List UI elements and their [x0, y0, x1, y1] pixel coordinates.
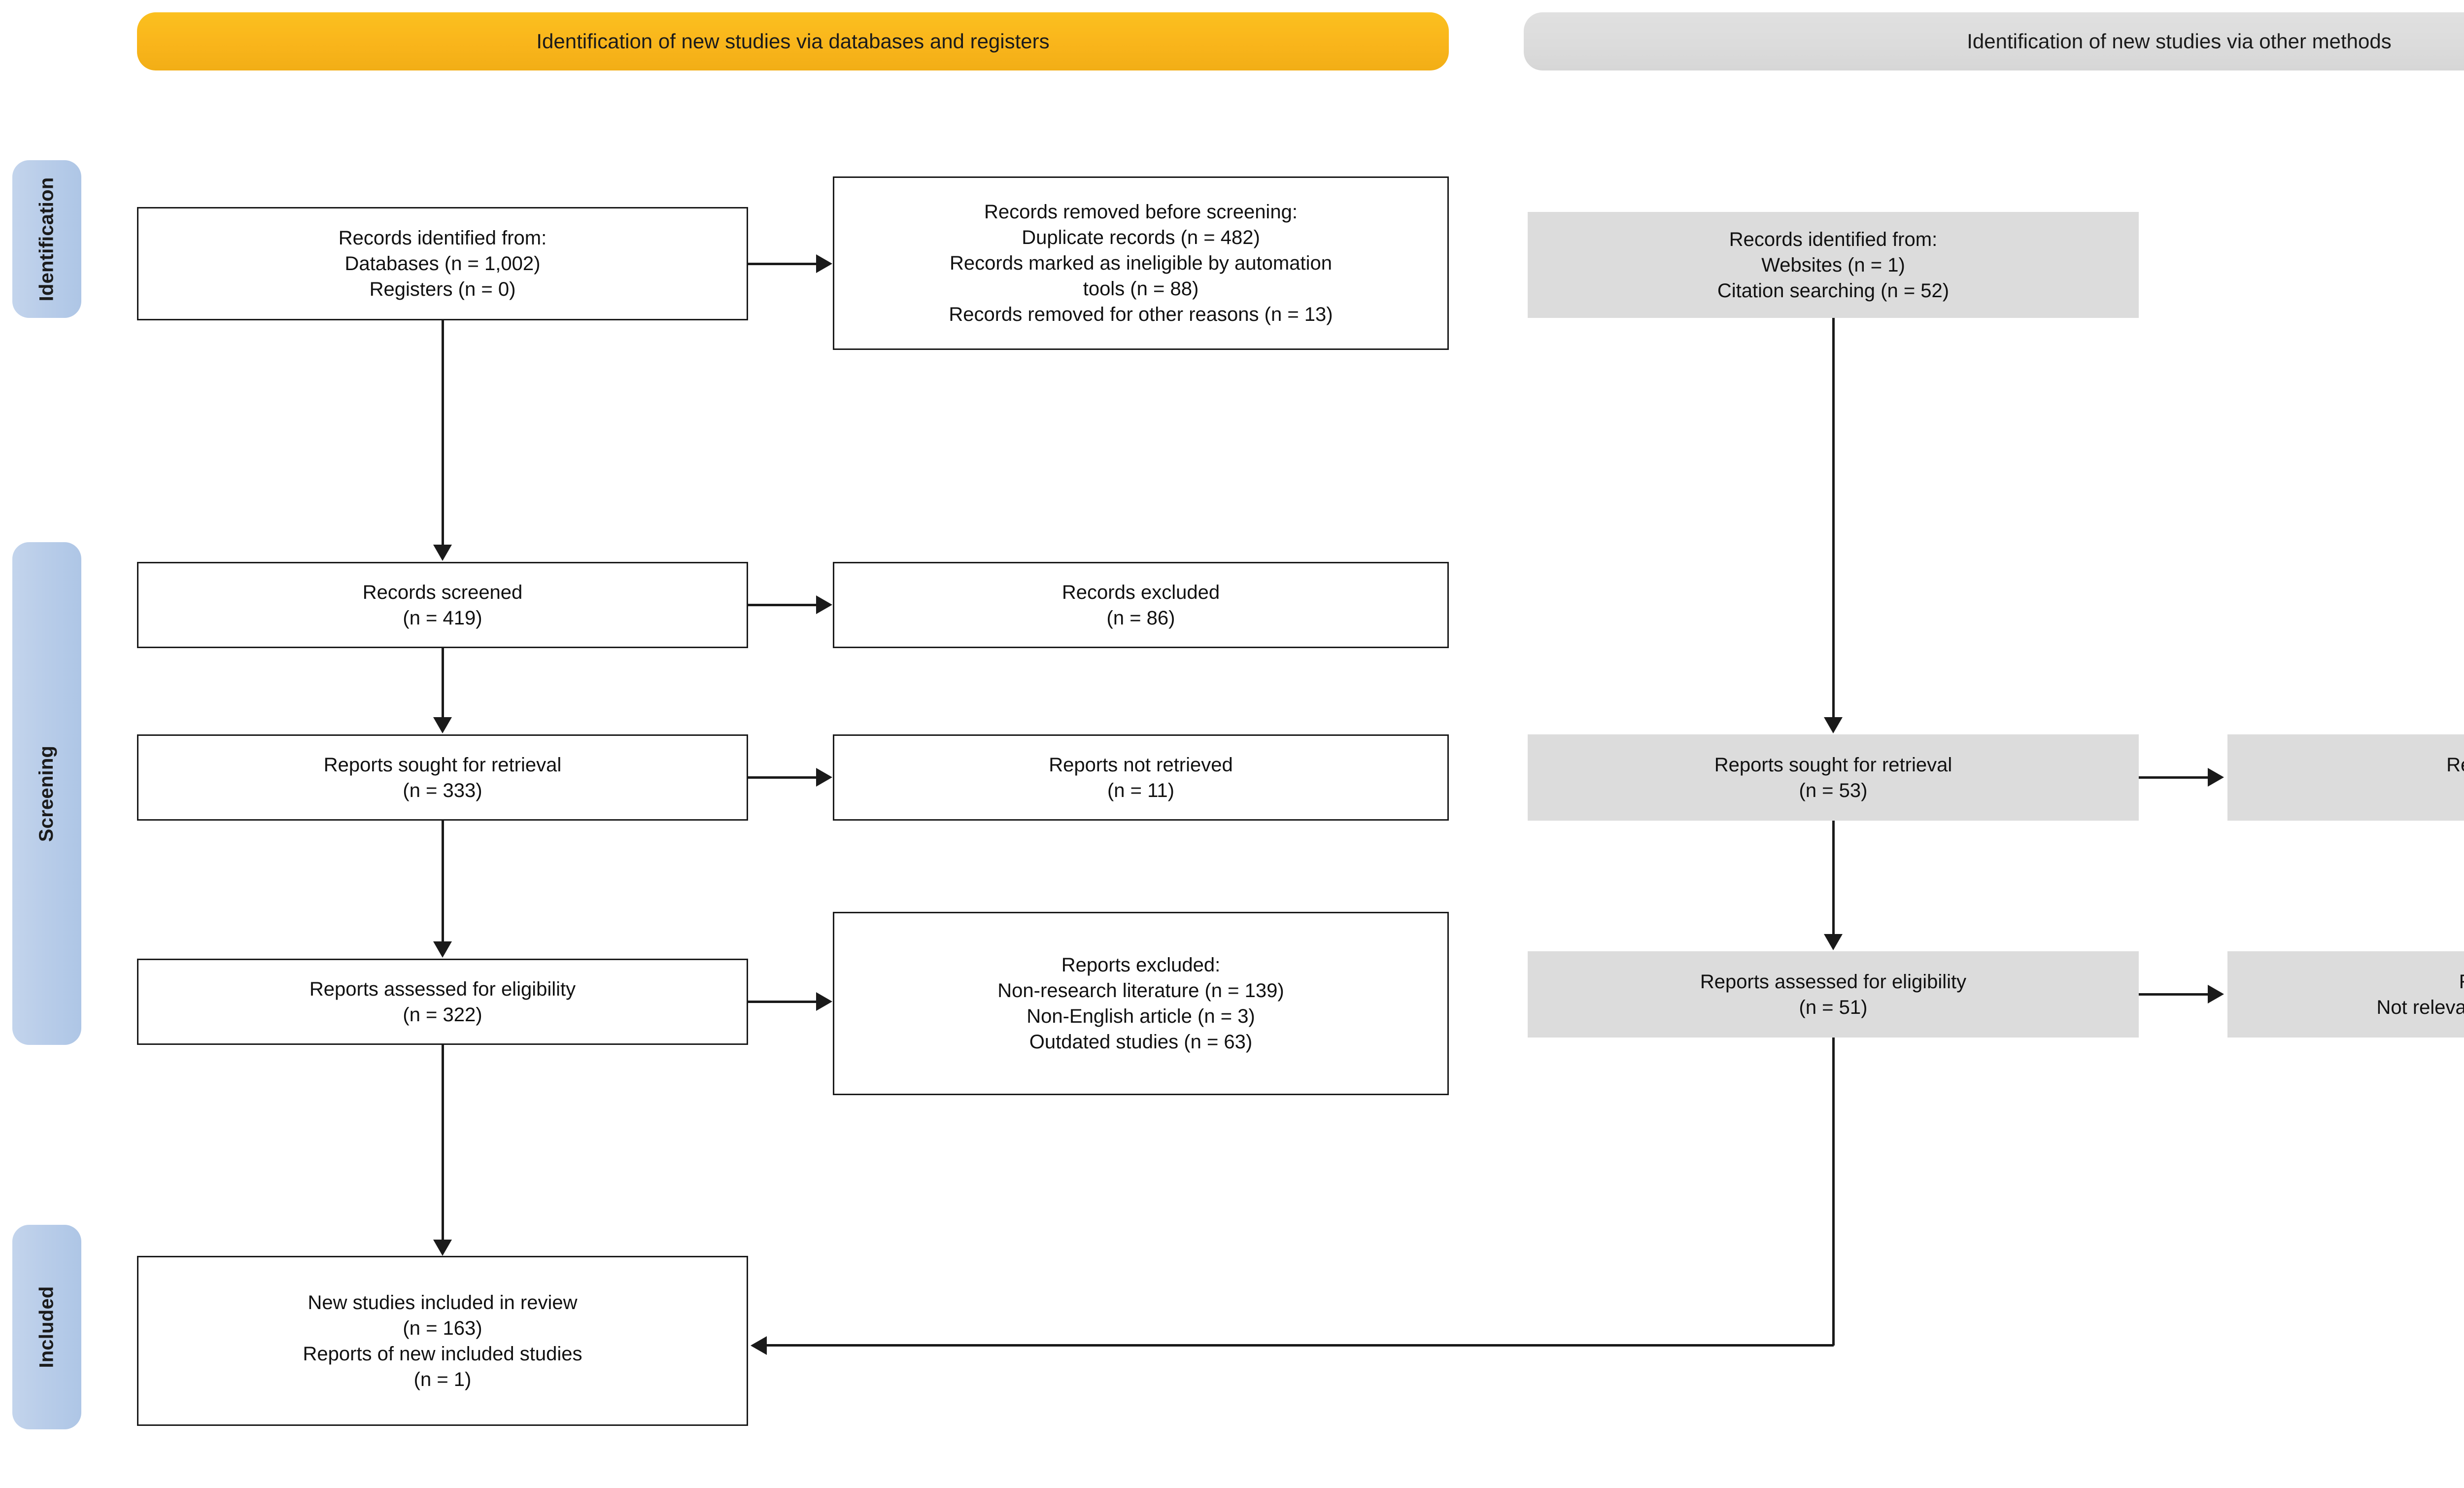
box-records-excluded-text: Records excluded (n = 86) [1061, 581, 1220, 629]
box-records-excluded: Records excluded (n = 86) [833, 562, 1449, 648]
box-other-reports-sought: Reports sought for retrieval (n = 53) [1528, 734, 2139, 821]
arrowhead-screened-to-excluded [816, 595, 832, 614]
arrowhead-other-sought-to-assessed [1824, 934, 1843, 950]
phase-pill-included: Included [12, 1225, 81, 1429]
connector-screened-to-excluded [748, 604, 816, 606]
box-reports-assessed: Reports assessed for eligibility (n = 32… [137, 959, 748, 1045]
box-reports-sought: Reports sought for retrieval (n = 333) [137, 734, 748, 821]
phase-pill-identification: Identification [12, 160, 81, 318]
box-records-removed-text: Records removed before screening: Duplic… [949, 201, 1333, 325]
box-records-identified: Records identified from: Databases (n = … [137, 207, 748, 320]
box-other-records-identified-text: Records identified from: Websites (n = 1… [1717, 228, 1950, 302]
box-records-screened: Records screened (n = 419) [137, 562, 748, 648]
box-reports-excluded-text: Reports excluded: Non-research literatur… [997, 954, 1284, 1053]
phase-pill-screening: Screening [12, 542, 81, 1045]
connector-other-sought-to-assessed [1832, 821, 1835, 934]
connector-other-identified-to-sought [1832, 318, 1835, 717]
arrowhead-sought-to-not-retrieved [816, 768, 832, 787]
box-records-screened-text: Records screened (n = 419) [362, 581, 523, 629]
connector-screened-to-sought [442, 648, 444, 717]
connector-sought-to-assessed [442, 821, 444, 941]
phase-label-identification: Identification [35, 177, 58, 301]
arrowhead-other-assessed-to-excluded [2208, 985, 2224, 1004]
arrowhead-screened-to-sought [433, 717, 452, 733]
connector-other-assessed-to-included-horizontal [767, 1344, 1834, 1347]
arrowhead-identified-to-screened [433, 545, 452, 561]
arrowhead-other-sought-to-not-retrieved [2208, 768, 2224, 787]
connector-sought-to-not-retrieved [748, 776, 816, 779]
box-reports-not-retrieved-text: Reports not retrieved (n = 11) [1049, 754, 1233, 801]
section-header-databases: Identification of new studies via databa… [137, 12, 1449, 70]
box-other-records-identified: Records identified from: Websites (n = 1… [1528, 212, 2139, 318]
phase-label-included: Included [35, 1286, 58, 1368]
box-other-reports-not-retrieved-text: Reports not retrieved (n = 2) [2446, 754, 2464, 776]
box-other-reports-assessed: Reports assessed for eligibility (n = 51… [1528, 951, 2139, 1038]
box-records-removed: Records removed before screening: Duplic… [833, 176, 1449, 350]
box-new-studies-included-text: New studies included in review (n = 163)… [303, 1291, 582, 1390]
connector-other-assessed-to-excluded [2139, 993, 2208, 996]
connector-identified-to-screened [442, 320, 444, 545]
arrowhead-sought-to-assessed [433, 941, 452, 958]
connector-identified-to-removed [748, 263, 816, 265]
box-reports-not-retrieved: Reports not retrieved (n = 11) [833, 734, 1449, 821]
box-other-reports-sought-text: Reports sought for retrieval (n = 53) [1714, 754, 1952, 801]
box-new-studies-included: New studies included in review (n = 163)… [137, 1256, 748, 1426]
box-reports-excluded: Reports excluded: Non-research literatur… [833, 912, 1449, 1095]
connector-other-sought-to-not-retrieved [2139, 776, 2208, 779]
section-header-other-methods: Identification of new studies via other … [1524, 12, 2464, 70]
box-records-identified-text: Records identified from: Databases (n = … [338, 227, 547, 300]
connector-assessed-to-included [442, 1045, 444, 1240]
phase-label-screening: Screening [35, 745, 58, 842]
box-other-reports-excluded-text: Reports excluded: Not relevant to the st… [2376, 971, 2464, 1018]
box-other-reports-excluded: Reports excluded: Not relevant to the st… [2227, 951, 2464, 1038]
connector-other-assessed-to-included-vertical [1832, 1038, 1835, 1346]
box-other-reports-assessed-text: Reports assessed for eligibility (n = 51… [1700, 970, 1967, 1018]
box-reports-assessed-text: Reports assessed for eligibility (n = 32… [309, 978, 576, 1026]
section-header-databases-label: Identification of new studies via databa… [536, 30, 1050, 53]
arrowhead-assessed-to-excluded [816, 992, 832, 1011]
arrowhead-other-assessed-to-included [751, 1336, 767, 1355]
section-header-other-methods-label: Identification of new studies via other … [1967, 30, 2392, 53]
arrowhead-other-identified-to-sought [1824, 717, 1843, 733]
connector-assessed-to-excluded [748, 1001, 816, 1003]
arrowhead-identified-to-removed [816, 254, 832, 273]
arrowhead-assessed-to-included [433, 1240, 452, 1256]
box-reports-sought-text: Reports sought for retrieval (n = 333) [323, 754, 562, 801]
box-other-reports-not-retrieved: Reports not retrieved (n = 2) [2227, 734, 2464, 821]
